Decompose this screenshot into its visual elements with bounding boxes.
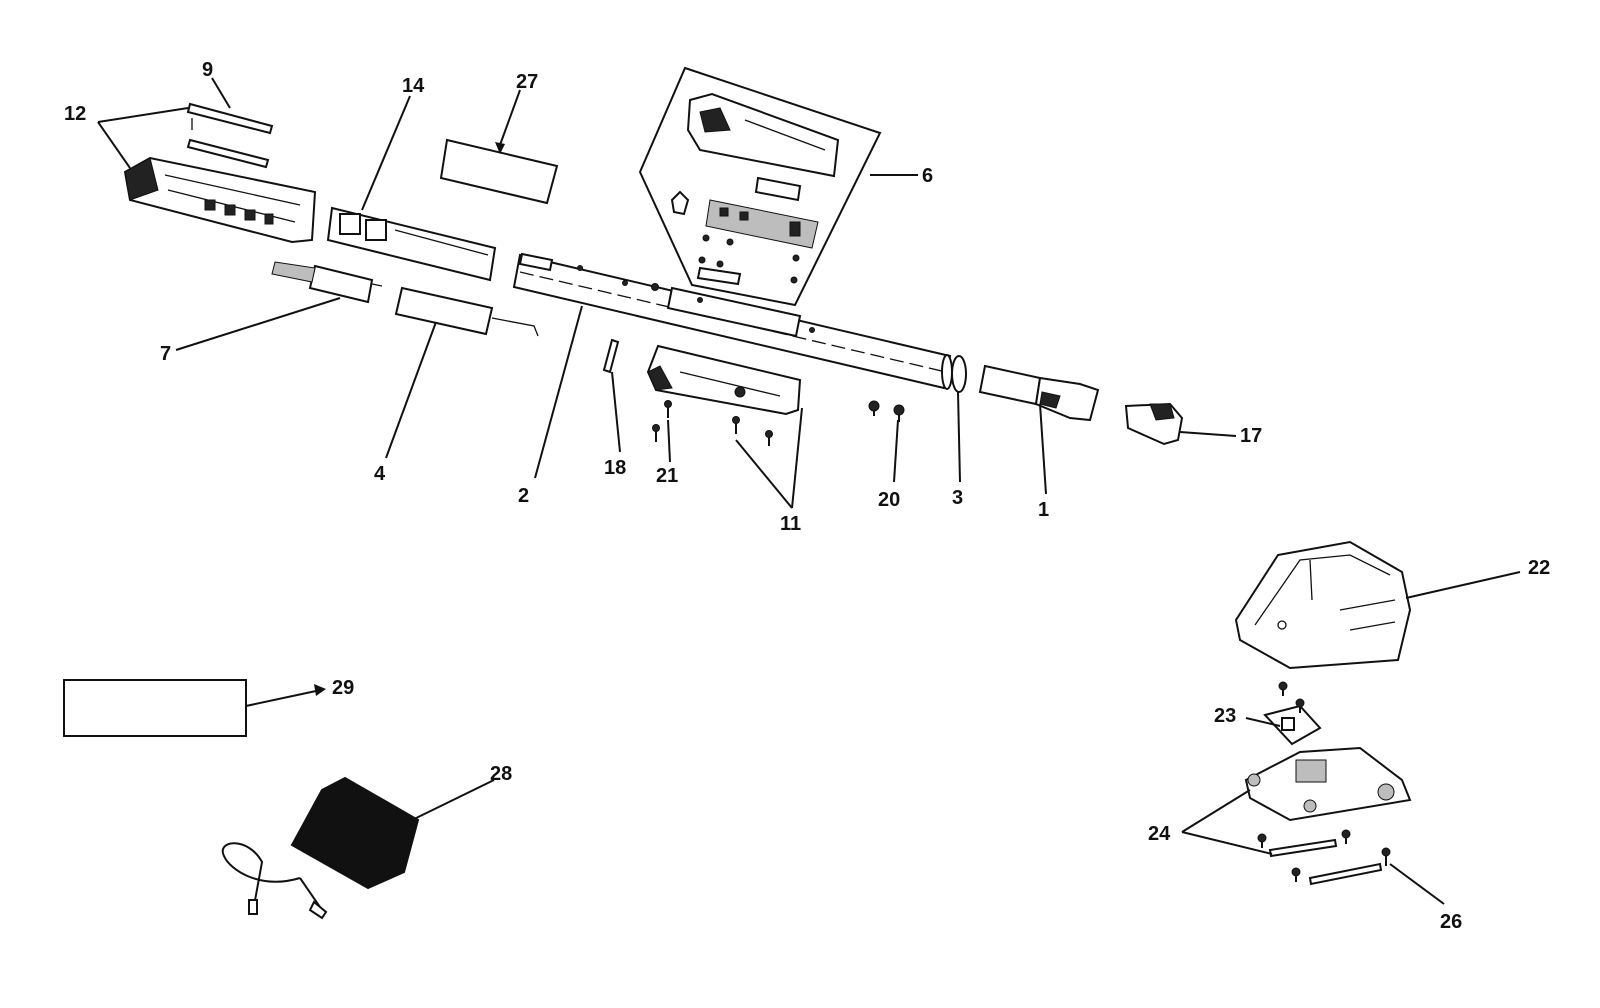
part-17-end-cap [1124, 402, 1184, 446]
part-27-label [439, 138, 559, 205]
callout-labels: 12 9 14 27 6 7 4 2 18 21 11 20 3 1 17 22… [64, 59, 1550, 933]
callout-28: 28 [490, 763, 512, 785]
callout-14: 14 [402, 75, 425, 97]
callout-4: 4 [374, 463, 386, 485]
part-29-manual [63, 679, 247, 737]
part-9-clip [186, 102, 274, 169]
part-23-bracket [1263, 681, 1322, 746]
part-28-power-adapter [221, 776, 420, 920]
callout-26: 26 [1440, 911, 1462, 933]
part-4-battery-pack [394, 286, 539, 337]
callout-9: 9 [202, 59, 213, 81]
callout-23: 23 [1214, 705, 1236, 727]
callout-21: 21 [656, 465, 678, 487]
callout-18: 18 [604, 457, 626, 479]
callout-11: 11 [780, 513, 801, 535]
part-14-switch-housing [326, 206, 497, 282]
part-24-base-plate [1244, 746, 1412, 822]
part-18-pin [602, 338, 620, 374]
part-22-charger [1234, 540, 1412, 670]
callout-6: 6 [922, 165, 933, 187]
callout-3: 3 [952, 487, 963, 509]
callout-22: 22 [1528, 557, 1550, 579]
part-26-rails [1257, 829, 1391, 886]
leader-lines [97, 77, 1521, 905]
callout-7: 7 [160, 343, 171, 365]
callout-1: 1 [1038, 499, 1049, 521]
callout-20: 20 [878, 489, 900, 511]
callout-24: 24 [1148, 823, 1171, 845]
callout-17: 17 [1240, 425, 1262, 447]
screws-group-center [652, 400, 905, 446]
part-12-rear-housing [123, 156, 317, 244]
part-11-handle-cover [646, 344, 802, 416]
callout-29: 29 [332, 677, 354, 699]
callout-2: 2 [518, 485, 529, 507]
part-2-main-shaft [512, 252, 953, 390]
part-7-motor [271, 261, 383, 304]
callout-12: 12 [64, 103, 86, 125]
callout-27: 27 [516, 71, 538, 93]
part-1-head [978, 364, 1100, 422]
part-3-ring [951, 355, 967, 393]
part-6-control-assembly [638, 66, 882, 307]
